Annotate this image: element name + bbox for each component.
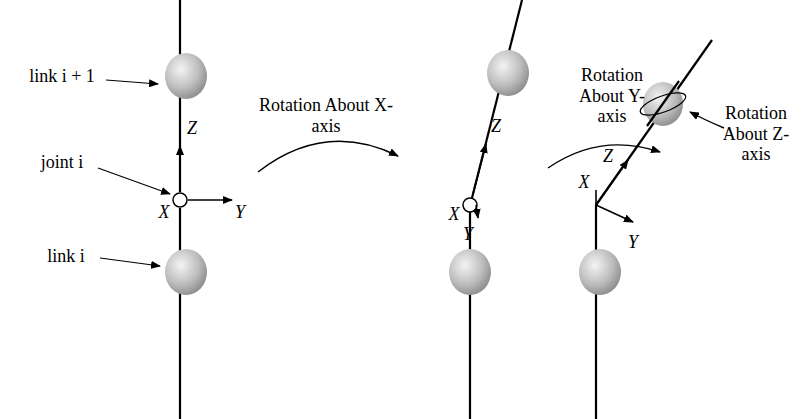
part-label: link i + 1	[29, 66, 95, 87]
operation-label: Rotation About Z-axis	[716, 103, 796, 165]
part-label: link i	[47, 246, 85, 267]
axis-label: Z	[187, 118, 197, 139]
operation-label: Rotation About X-axis	[256, 95, 396, 136]
axis-label: X	[449, 204, 460, 225]
axis-label: Z	[491, 116, 501, 137]
axis-label: Y	[235, 202, 245, 223]
axis-label: Z	[603, 146, 613, 167]
axis-label: Y	[628, 232, 638, 253]
operation-label: Rotation About Y-axis	[572, 65, 652, 127]
part-label: joint i	[41, 152, 84, 173]
axis-label: X	[579, 172, 590, 193]
axis-label: X	[159, 202, 170, 223]
axis-label: Y	[463, 224, 473, 245]
